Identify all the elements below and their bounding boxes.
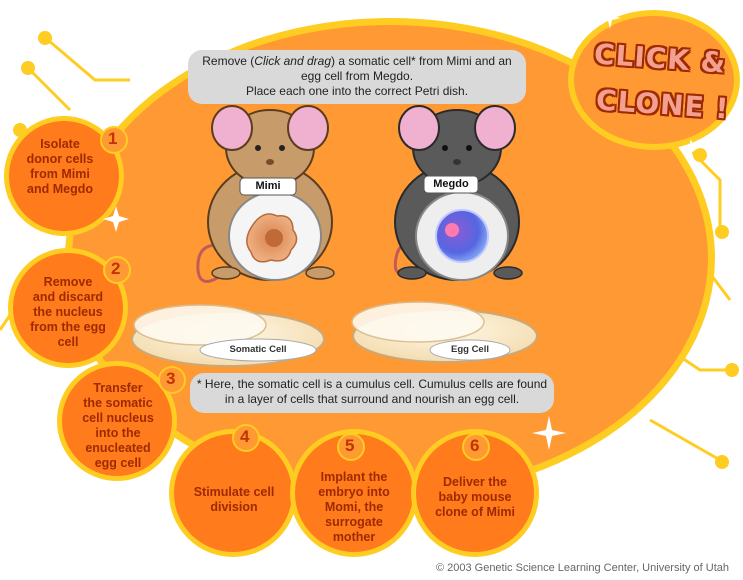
step-1-line: from Mimi: [30, 167, 90, 181]
step-3-line: egg cell: [94, 456, 142, 470]
egg-dish-label: Egg Cell: [450, 344, 489, 355]
step-3-button[interactable]: Transfer the somatic cell nucleus into t…: [70, 381, 166, 471]
step-3-line: cell nucleus: [82, 411, 154, 425]
step-6-button[interactable]: Deliver the baby mouse clone of Mimi: [422, 475, 528, 520]
instruction-bubble: Remove (Click and drag) a somatic cell* …: [188, 50, 526, 104]
step-5-button[interactable]: Implant the embryo into Momi, the surrog…: [304, 470, 404, 545]
step-2-number: 2: [111, 259, 121, 278]
step-3-line: into the: [95, 426, 141, 440]
step-number-circles: [100, 126, 490, 461]
step-6-line: Deliver the: [443, 475, 507, 489]
copyright-text: © 2003 Genetic Science Learning Center, …: [435, 562, 729, 574]
megdo-mouse-art: [393, 105, 523, 281]
step-bubbles: [4, 116, 539, 557]
step-3-line: the somatic: [83, 396, 153, 410]
step-5-line: Implant the: [320, 470, 388, 484]
step-4-number: 4: [240, 427, 250, 446]
step-6-line: clone of Mimi: [435, 505, 515, 519]
step-2-line: the nucleus: [33, 305, 103, 319]
step-2-line: cell: [57, 335, 79, 349]
step-4-line: division: [210, 500, 258, 514]
step-5-line: Momi, the: [324, 500, 384, 514]
step-2-line: and discard: [32, 290, 104, 304]
step-1-line: Isolate: [40, 137, 80, 151]
mimi-label: Mimi: [255, 180, 281, 192]
step-4-line: Stimulate cell: [193, 485, 275, 499]
instruction-line-3: Place each one into the correct Petri di…: [245, 84, 469, 98]
mimi-mouse-art: [196, 105, 335, 283]
instruction-line-1: Remove (Click and drag) a somatic cell* …: [202, 54, 512, 68]
step-4-button[interactable]: Stimulate cell division: [178, 485, 290, 515]
somatic-dish-art: [131, 304, 325, 367]
footnote-line-1: * Here, the somatic cell is a cumulus ce…: [196, 377, 548, 391]
logo-bubble: [574, 16, 734, 144]
step-1-line: donor cells: [26, 152, 94, 166]
step-1-line: and Megdo: [27, 182, 93, 196]
step-3-number: 3: [166, 369, 176, 388]
step-3-line: enucleated: [85, 441, 151, 455]
step-2-line: Remove: [43, 275, 93, 289]
footnote-bubble: * Here, the somatic cell is a cumulus ce…: [190, 373, 554, 413]
step-3-line: Transfer: [93, 381, 143, 395]
footnote-line-2: in a layer of cells that surround and no…: [224, 392, 520, 406]
somatic-cell-draggable[interactable]: [250, 210, 298, 258]
egg-cell-draggable[interactable]: [434, 208, 490, 264]
megdo-label: Megdo: [433, 178, 469, 190]
step-5-line: mother: [332, 530, 376, 544]
step-6-line: baby mouse: [438, 490, 512, 504]
sparkles: [103, 7, 700, 450]
step-2-line: from the egg: [30, 320, 106, 334]
step-1-number: 1: [108, 129, 118, 148]
egg-dish-art: [351, 301, 538, 363]
step-5-line: surrogate: [325, 515, 383, 529]
step-2-button[interactable]: Remove and discard the nucleus from the …: [20, 275, 116, 350]
step-5-number: 5: [345, 436, 355, 455]
step-5-line: embryo into: [318, 485, 390, 499]
step-6-number: 6: [470, 436, 480, 455]
somatic-dish-label: Somatic Cell: [229, 344, 287, 355]
step-1-button[interactable]: Isolate donor cells from Mimi and Megdo: [14, 137, 106, 197]
somatic-cell-dish[interactable]: [134, 312, 324, 366]
instruction-line-2: egg cell from Megdo.: [300, 69, 414, 83]
